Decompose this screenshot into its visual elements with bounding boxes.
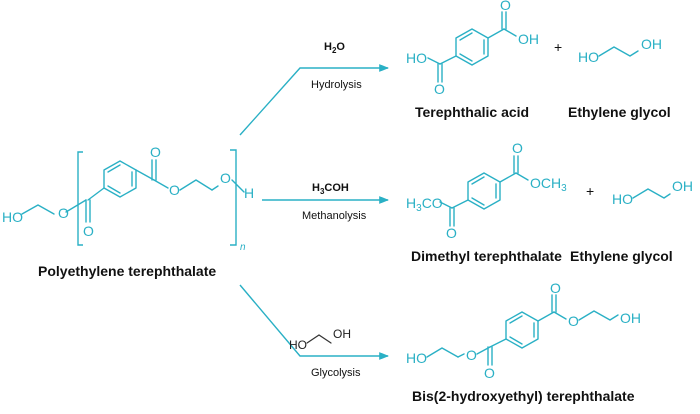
pet-name: Polyethylene terephthalate: [38, 263, 216, 279]
atom-oh: OH: [620, 310, 641, 326]
atom-ho: HO: [406, 50, 427, 66]
reagent-methanol: H3COH: [312, 182, 349, 196]
hydrolysis-arrow: [239, 64, 389, 136]
pet-structure: HO O O O O O H n: [2, 144, 254, 253]
atom-o: O: [500, 0, 511, 13]
reagent-ethylene-glycol: HO OH: [289, 327, 351, 352]
repeat-index: n: [240, 242, 246, 253]
atom-o: O: [512, 140, 523, 156]
atom-ho: HO: [289, 338, 307, 352]
plus-sign: +: [554, 39, 562, 55]
product-bhet: Bis(2-hydroxyethyl) terephthalate: [412, 388, 635, 404]
atom-h: H: [244, 185, 254, 201]
atom-o: O: [83, 223, 94, 239]
atom-o: O: [484, 365, 495, 381]
atom-oh: OH: [518, 31, 539, 47]
atom-o: O: [169, 182, 180, 198]
repeat-bracket-right: [230, 149, 237, 246]
dimethyl-terephthalate-structure: H3CO O O OCH3: [406, 140, 567, 241]
bhet-structure: HO O O O O OH: [406, 280, 641, 381]
atom-o: O: [568, 313, 579, 329]
plus-sign: +: [586, 183, 594, 199]
atom-ho: HO: [406, 350, 427, 366]
terephthalic-acid-structure: HO O O OH: [406, 0, 539, 97]
label-glycolysis: Glycolysis: [311, 367, 361, 379]
ethylene-glycol-structure: HO OH: [578, 36, 662, 65]
atom-ho: HO: [578, 49, 599, 65]
label-methanolysis: Methanolysis: [302, 210, 367, 222]
ethylene-glycol-structure: HO OH: [612, 178, 693, 207]
atom-oh: OH: [641, 36, 662, 52]
reagent-water: H2O: [324, 41, 345, 55]
atom-o: O: [446, 225, 457, 241]
atom-ho: HO: [2, 209, 23, 225]
atom-o: O: [58, 205, 69, 221]
atom-o: O: [550, 280, 561, 296]
product-dimethyl-terephthalate: Dimethyl terephthalate: [411, 248, 562, 264]
atom-methyl-right: OCH3: [530, 175, 567, 194]
atom-methyl-left: H3CO: [406, 195, 443, 214]
atom-o: O: [466, 347, 477, 363]
atom-ho: HO: [612, 191, 633, 207]
atom-oh: OH: [333, 327, 351, 341]
product-ethylene-glycol: Ethylene glycol: [568, 104, 671, 120]
repeat-bracket-left: [77, 151, 83, 246]
label-hydrolysis: Hydrolysis: [311, 79, 362, 91]
atom-o: O: [220, 170, 231, 186]
atom-o: O: [150, 144, 161, 160]
product-terephthalic-acid: Terephthalic acid: [415, 104, 529, 120]
glycolysis-arrow: [239, 284, 389, 360]
atom-o: O: [434, 81, 445, 97]
product-ethylene-glycol: Ethylene glycol: [570, 248, 673, 264]
atom-oh: OH: [672, 178, 693, 194]
